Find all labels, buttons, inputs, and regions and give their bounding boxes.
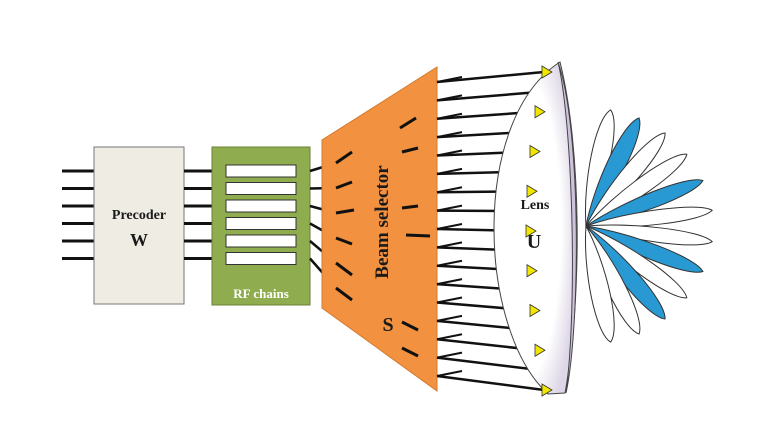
antenna-feed-stub [436,314,463,322]
antenna-feed-lines [436,70,545,392]
precoder-label: Precoder [112,208,166,223]
rf-chain [225,217,297,230]
rf-chain [225,182,297,195]
antenna-element [529,144,541,159]
selector-switch-line [401,204,419,210]
selector-switch-line [401,146,419,154]
lens-body [493,61,578,395]
antenna-element [541,383,553,397]
selector-switch-line [335,180,353,190]
beam-lobe [585,224,615,343]
selector-switch-line [399,116,417,130]
rf-chain [225,234,297,248]
precoder-box [93,146,185,305]
lens-surface [557,61,577,394]
antenna-element [534,105,546,119]
antenna-feed-stub [436,186,463,194]
antenna-feed-stub [436,94,463,102]
antenna-element [529,303,541,318]
beam-selector-shape [321,66,438,392]
antenna-feed-stub [436,241,463,249]
rf-chains-label: RF chains [233,286,289,301]
beam-selector-label: Beam selector [372,165,393,279]
selector-switch-line [335,261,353,277]
rf-chain [225,252,297,265]
antenna-feed-stub [436,223,463,230]
beam-selector-block: Beam selector S [321,66,438,392]
antenna-feed-line [436,70,545,84]
precoder-symbol: W [130,230,148,250]
antenna-element [526,264,538,278]
antenna-feed-stub [436,112,463,120]
input-streams [62,169,94,260]
lens-block: Lens U [493,61,578,395]
antenna-feed-stub [436,76,463,83]
antenna-feed-stub [436,333,463,341]
beam-selector-switches [335,116,431,358]
antenna-feed-stub [436,259,463,267]
antenna-feed-line [436,90,541,102]
lens-label: Lens [521,198,550,213]
antenna-feed-stub [436,370,463,377]
antenna-element [541,65,553,79]
selector-switch-line [335,150,353,165]
rf-chain [225,164,297,178]
antenna-element [525,224,537,238]
antenna-feed-stub [436,278,463,286]
selector-switch-line [335,286,353,302]
radiated-beams [585,109,713,343]
selector-switch-line [401,346,419,358]
lens-symbol: U [527,231,541,253]
selector-switch-line [335,208,355,215]
selector-switch-line [335,236,353,246]
antenna-feed-stub [436,296,463,304]
antenna-feed-line [436,374,545,392]
beam-selector-symbol: S [382,314,393,336]
antenna-feed-stub [436,131,463,139]
rf-chains-block: RF chains [211,146,311,306]
rf-chain-list [225,164,297,265]
antenna-element [534,343,546,357]
precoder-block: Precoder W [93,146,185,305]
antenna-feed-line [436,356,541,372]
rf-chain [225,199,297,213]
antenna-feed-stub [436,351,463,359]
antenna-element [526,184,538,198]
antenna-feed-stub [436,167,463,175]
selector-switch-line [405,233,431,238]
antenna-feed-stub [436,149,463,157]
selector-switch-line [401,320,419,332]
antenna-feed-stub [436,204,463,212]
antenna-elements [525,65,553,397]
